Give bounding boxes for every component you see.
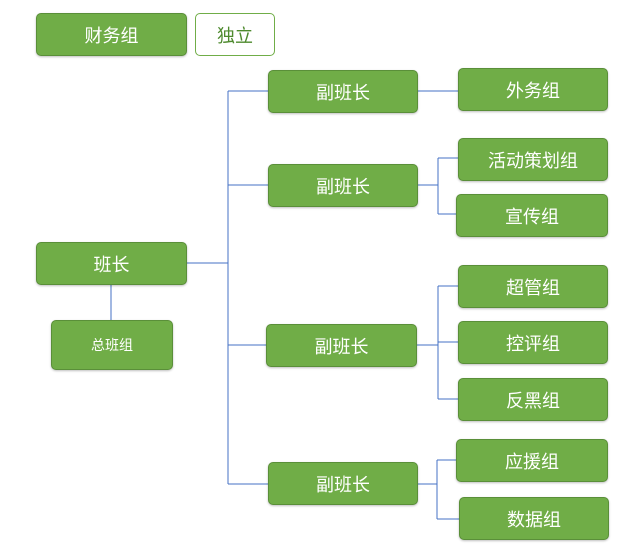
vice-monitor-4-box: 副班长 bbox=[268, 462, 418, 505]
monitor-box: 班长 bbox=[36, 242, 187, 285]
event-planning-box: 活动策划组 bbox=[458, 138, 608, 181]
independent-box: 独立 bbox=[195, 13, 275, 56]
vice-monitor-3-box: 副班长 bbox=[266, 324, 417, 367]
support-box: 应援组 bbox=[456, 439, 608, 482]
anti-black-box: 反黑组 bbox=[458, 378, 608, 421]
external-affairs-box: 外务组 bbox=[458, 68, 608, 111]
data-group-box: 数据组 bbox=[459, 497, 609, 540]
finance-group-box: 财务组 bbox=[36, 13, 187, 56]
comment-control-box: 控评组 bbox=[458, 321, 608, 364]
vice-monitor-2-box: 副班长 bbox=[268, 164, 418, 207]
general-group-box: 总班组 bbox=[51, 320, 173, 370]
super-admin-box: 超管组 bbox=[458, 265, 608, 308]
publicity-box: 宣传组 bbox=[456, 194, 608, 237]
vice-monitor-1-box: 副班长 bbox=[268, 70, 418, 113]
